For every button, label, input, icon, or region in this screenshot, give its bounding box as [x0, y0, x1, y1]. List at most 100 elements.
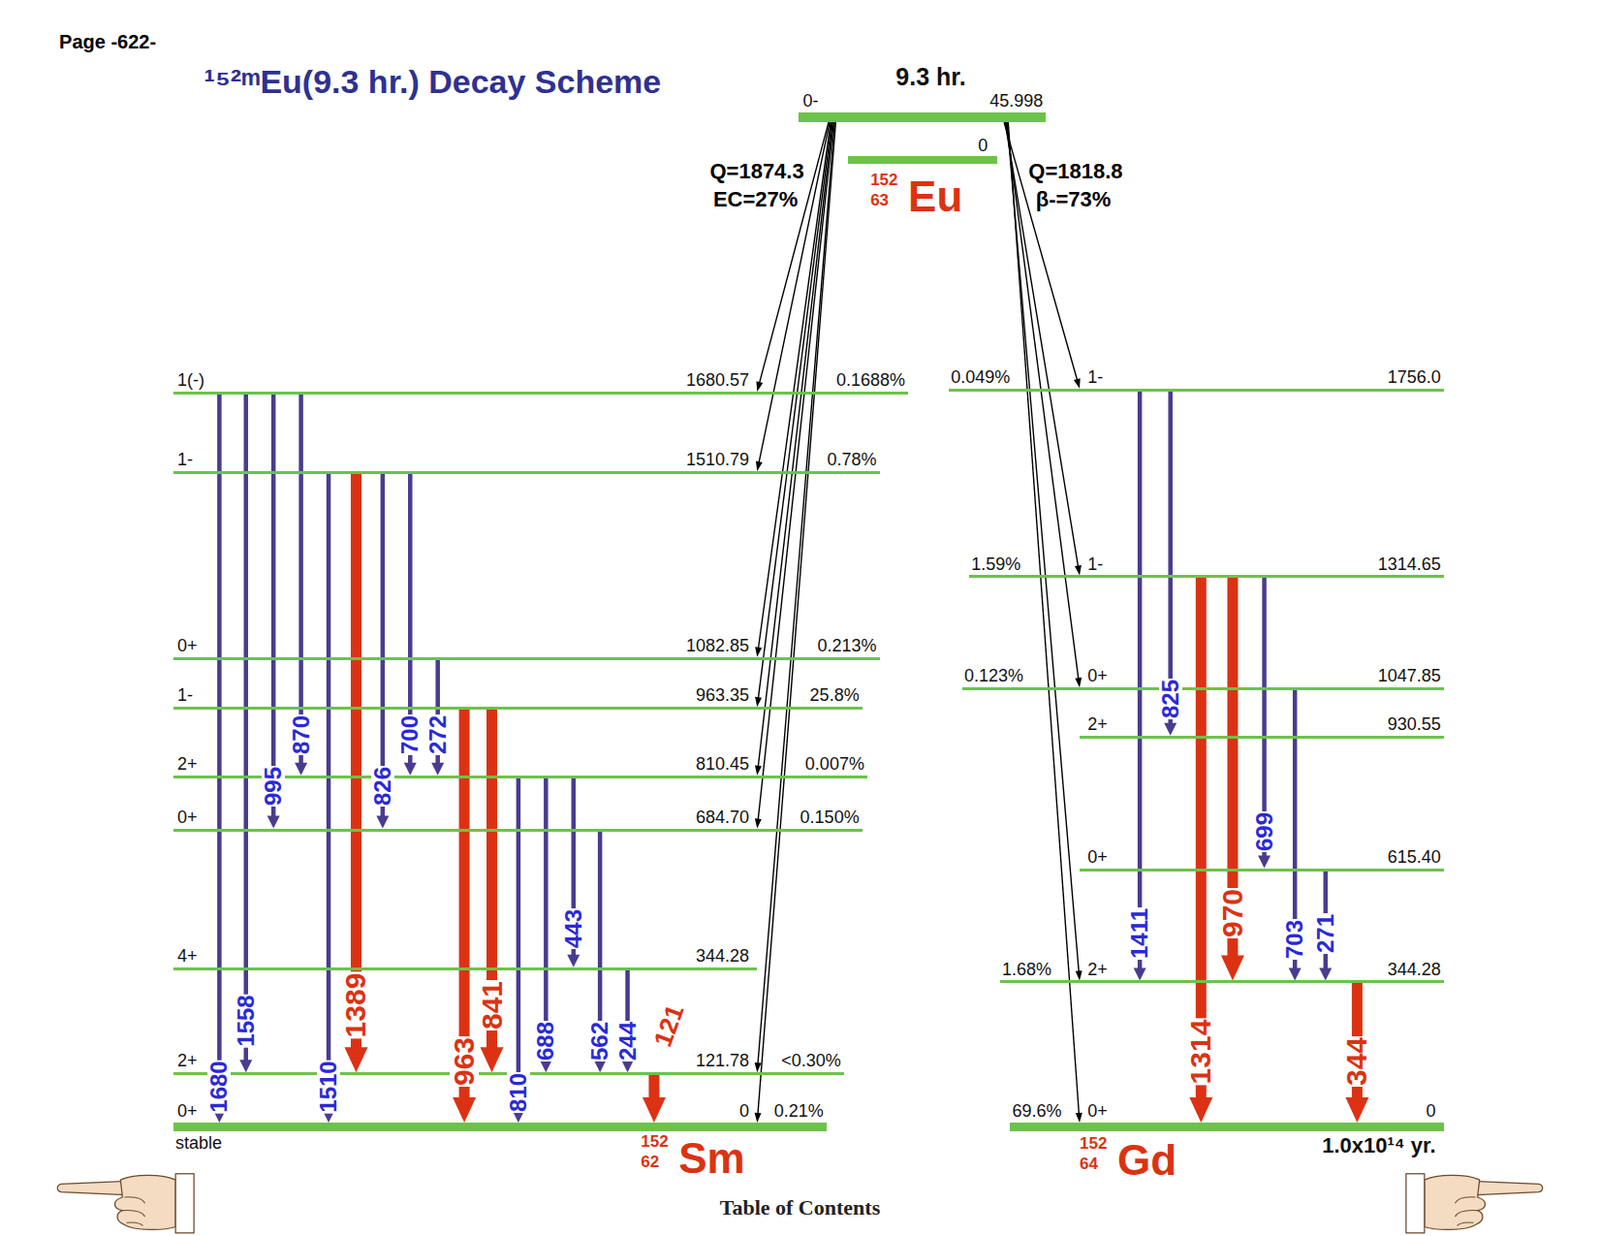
energy-level: 1.68%2+344.28: [1000, 959, 1444, 984]
arrow-head: [239, 1059, 252, 1072]
level-text: 0+: [1085, 666, 1110, 687]
arrow-head: [1073, 377, 1081, 389]
level-text: 0.213%: [815, 636, 879, 657]
energy-level: 69.6%0+01.0x10¹⁴ yr.: [1009, 1100, 1444, 1131]
energy-level: 0.123%0+1047.85: [962, 665, 1444, 691]
level-text: 1680.57: [684, 371, 752, 391]
gamma-energy: 272: [426, 714, 450, 755]
energy-level: 1.59%1-1314.65: [969, 554, 1444, 579]
gamma-transition: [322, 472, 336, 1123]
connector-shaft: [326, 472, 332, 1111]
level-text: 1-: [1085, 368, 1105, 388]
arrow-head: [376, 815, 389, 829]
gamma-energy: 825: [1159, 678, 1183, 720]
level-text: 1-: [1085, 555, 1105, 575]
arrow-head: [754, 646, 762, 657]
connector-shaft: [757, 122, 834, 820]
label-text: Sm: [678, 1134, 745, 1182]
connector-shaft: [757, 122, 833, 767]
arrow-head: [594, 1059, 607, 1072]
level-text: 0.049%: [948, 368, 1012, 388]
energy-level: 0+00.21%stable: [173, 1100, 827, 1131]
arrow-head: [621, 1059, 634, 1072]
arrow-head: [1075, 970, 1083, 980]
level-text: 963.35: [693, 686, 752, 706]
decay-branch: [754, 122, 834, 828]
gamma-energy: 699: [1253, 811, 1277, 852]
level-text: 121.78: [693, 1051, 752, 1071]
arrow-head: [1074, 677, 1082, 688]
gamma-energy: 1314: [1186, 1017, 1216, 1085]
gamma-energy: 1510: [316, 1060, 341, 1114]
level-text: 0: [1424, 1101, 1439, 1122]
energy-level: 4+344.28: [173, 945, 757, 971]
energy-level: 0+1082.850.213%: [173, 635, 880, 660]
level-text: 0.007%: [803, 754, 867, 775]
arrow-head: [754, 696, 762, 707]
arrow-head: [539, 1059, 553, 1072]
label-text: Gd: [1117, 1136, 1177, 1184]
gamma-energy: 1680: [207, 1060, 231, 1114]
label-text: Eu: [908, 173, 963, 220]
arrow-head: [754, 764, 762, 775]
level-text: 0: [737, 1101, 752, 1122]
arrow-head: [294, 762, 308, 776]
gamma-transition: [239, 392, 252, 1072]
label-text: β-=73%: [1035, 188, 1112, 212]
pointing-hand: [57, 1173, 194, 1233]
level-text: 0+: [175, 1101, 200, 1122]
label-text: Table of Contents: [720, 1195, 880, 1220]
energy-level: 0.049% 1- 1756.0: [948, 367, 1444, 392]
decay-branch: [754, 122, 833, 776]
gamma-energy: 1389: [341, 972, 371, 1039]
arrow-head: [566, 954, 580, 968]
gamma-energy: 344: [1342, 1035, 1372, 1087]
connector-shaft: [757, 122, 835, 1064]
pointing-hand: [1406, 1173, 1543, 1233]
level-text: 0.150%: [798, 808, 862, 828]
label-text: Q=1818.8: [1028, 159, 1123, 184]
gamma-transition: [267, 392, 281, 828]
level-text: 2+: [1085, 960, 1110, 980]
arrow-head: [755, 460, 763, 471]
level-text: 0+: [175, 636, 200, 657]
arrow-head: [754, 817, 762, 828]
level-text: 0-: [801, 92, 821, 112]
connector-shaft: [271, 392, 277, 816]
connector-shaft: [350, 472, 362, 1049]
connector-shaft: [217, 392, 222, 1111]
level-text: 930.55: [1385, 715, 1444, 735]
level-text: 1510.79: [684, 450, 752, 471]
gamma-energy: 870: [289, 714, 314, 755]
connector-shaft: [1137, 389, 1143, 969]
level-text: 1047.85: [1376, 666, 1444, 687]
decay-branch: [754, 122, 836, 1072]
level-text: 344.28: [693, 946, 752, 967]
gamma-energy: 963: [449, 1035, 479, 1087]
energy-level: 0: [847, 135, 998, 165]
label-text: 62: [640, 1153, 659, 1172]
label-text: 63: [870, 191, 889, 211]
connector-shaft: [543, 776, 549, 1061]
level-text: 2+: [175, 754, 200, 775]
gamma-energy: 703: [1283, 918, 1307, 960]
gamma-energy: 700: [398, 714, 422, 755]
arrow-head: [404, 762, 417, 776]
label-text: 64: [1079, 1155, 1099, 1174]
connector-shaft: [244, 392, 250, 1061]
arrow-head: [1163, 722, 1177, 736]
level-text: 0.78%: [825, 450, 879, 471]
level-text: 2+: [1085, 715, 1110, 735]
gamma-energy: 688: [533, 1020, 558, 1062]
level-text: <0.30%: [779, 1051, 844, 1071]
gamma-energy: 562: [588, 1020, 612, 1062]
arrow-head: [754, 1112, 762, 1123]
level-text: stable: [173, 1133, 224, 1154]
level-text: 1-: [175, 450, 195, 471]
gamma-transition: [1133, 389, 1147, 980]
level-text: 1.0x10¹⁴ yr.: [1319, 1133, 1438, 1158]
gamma-energy: 826: [371, 765, 395, 807]
level-text: 1756.0: [1385, 368, 1444, 388]
level-text: 45.998: [987, 92, 1045, 112]
label-text: EC=27%: [713, 188, 798, 212]
